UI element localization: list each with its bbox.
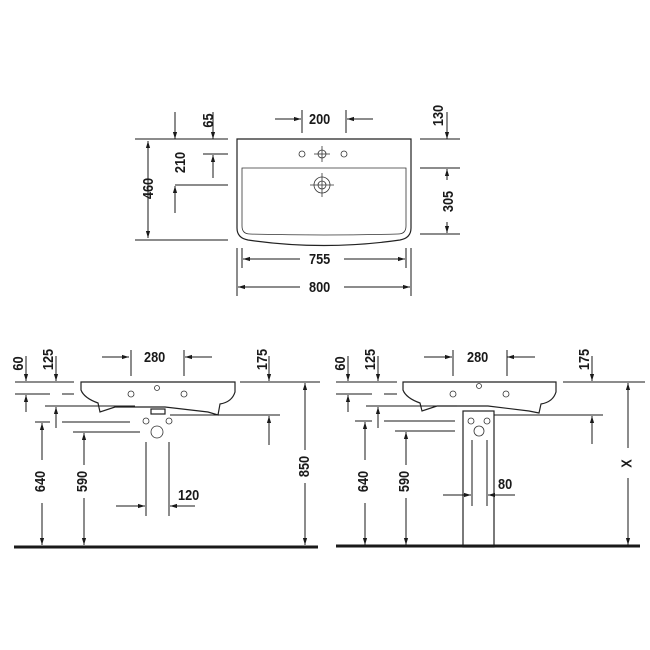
- dim-130: 130: [430, 104, 448, 127]
- dim-inner-width: 755: [309, 251, 331, 268]
- dim-590-wall: 590: [74, 470, 92, 493]
- top-view: [135, 110, 460, 296]
- dim-tap-hole-spacing: 200: [309, 111, 331, 128]
- dim-x-pedestal: X: [618, 459, 636, 468]
- side-view-wall-hung: [14, 350, 320, 549]
- dim-280-pedestal: 280: [467, 349, 489, 366]
- dim-65: 65: [199, 113, 217, 128]
- dim-60-wall: 60: [9, 356, 27, 371]
- dim-120-wall: 120: [178, 487, 200, 504]
- side-view-pedestal: [336, 350, 645, 548]
- dim-175-pedestal: 175: [576, 348, 594, 371]
- dim-bowl-depth: 305: [440, 190, 458, 213]
- dim-280-wall: 280: [144, 349, 166, 366]
- dim-640-wall: 640: [32, 470, 50, 493]
- dim-125-pedestal: 125: [362, 348, 380, 371]
- dim-125-wall: 125: [40, 348, 58, 371]
- dim-590-pedestal: 590: [396, 470, 414, 493]
- dim-60-pedestal: 60: [331, 356, 349, 371]
- dim-640-pedestal: 640: [355, 470, 373, 493]
- dim-80-pedestal: 80: [498, 476, 513, 493]
- dim-outer-width: 800: [309, 279, 331, 296]
- dim-850-wall: 850: [296, 455, 314, 478]
- dim-total-depth: 460: [140, 177, 158, 200]
- dim-210: 210: [172, 151, 190, 174]
- dim-175-wall: 175: [254, 348, 272, 371]
